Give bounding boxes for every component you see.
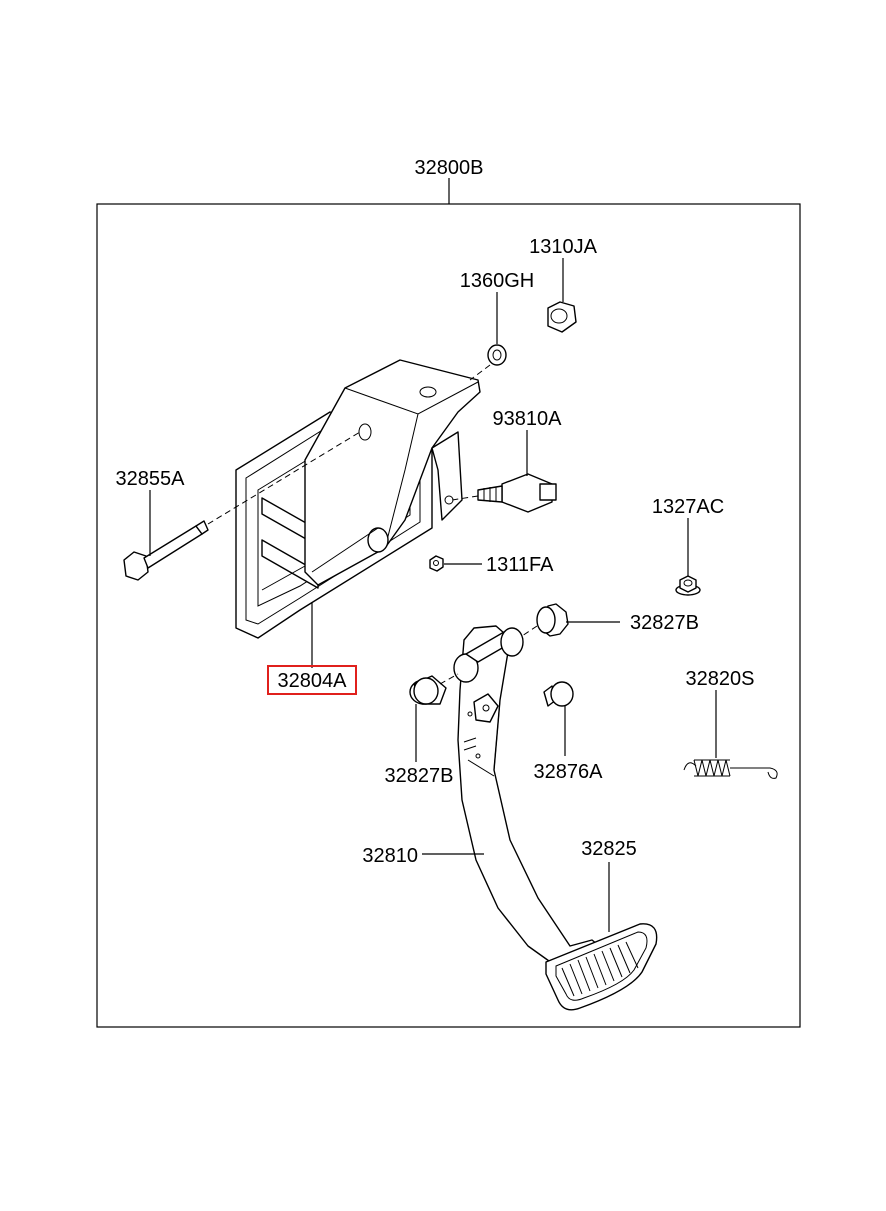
stop-switch-dash-line: [451, 495, 479, 501]
bolt-drawing[interactable]: [123, 520, 209, 581]
bushing-right-dash-line: [521, 625, 538, 637]
return-spring-label[interactable]: 32820S: [686, 668, 755, 690]
assembly-label[interactable]: 32800B: [415, 157, 484, 179]
bracket-label[interactable]: 32804A: [278, 670, 348, 692]
bushing-right-drawing[interactable]: [536, 603, 569, 637]
nut-top-label[interactable]: 1310JA: [529, 236, 597, 258]
bushing-left-dash-line: [439, 673, 459, 685]
small-nut-drawing[interactable]: [429, 555, 444, 572]
bushing-right-label[interactable]: 32827B: [630, 612, 699, 634]
pedal-pad-label[interactable]: 32825: [581, 838, 637, 860]
stopper-drawing[interactable]: [543, 681, 574, 707]
stop-switch-label[interactable]: 93810A: [493, 408, 563, 430]
stopper-label[interactable]: 32876A: [534, 761, 604, 783]
pedal-arm-drawing[interactable]: [453, 625, 603, 967]
flange-nut-drawing[interactable]: [675, 575, 701, 596]
washer-drawing[interactable]: [487, 344, 507, 366]
bolt-label[interactable]: 32855A: [116, 468, 186, 490]
pedal-arm-label[interactable]: 32810: [362, 845, 418, 867]
bracket-drawing[interactable]: [235, 359, 481, 639]
stop-switch-drawing[interactable]: [477, 473, 557, 513]
hex-nut-drawing[interactable]: [547, 301, 577, 333]
washer-label[interactable]: 1360GH: [460, 270, 535, 292]
return-spring-drawing[interactable]: [683, 759, 778, 779]
bracket-highlight-box: [267, 665, 357, 695]
washer-dash-line: [469, 364, 491, 381]
flange-nut-label[interactable]: 1327AC: [652, 496, 724, 518]
bushing-left-drawing[interactable]: [409, 675, 447, 705]
pedal-pad-drawing[interactable]: [545, 923, 658, 1011]
bushing-left-label[interactable]: 32827B: [385, 765, 454, 787]
small-nut-label[interactable]: 1311FA: [486, 554, 554, 576]
